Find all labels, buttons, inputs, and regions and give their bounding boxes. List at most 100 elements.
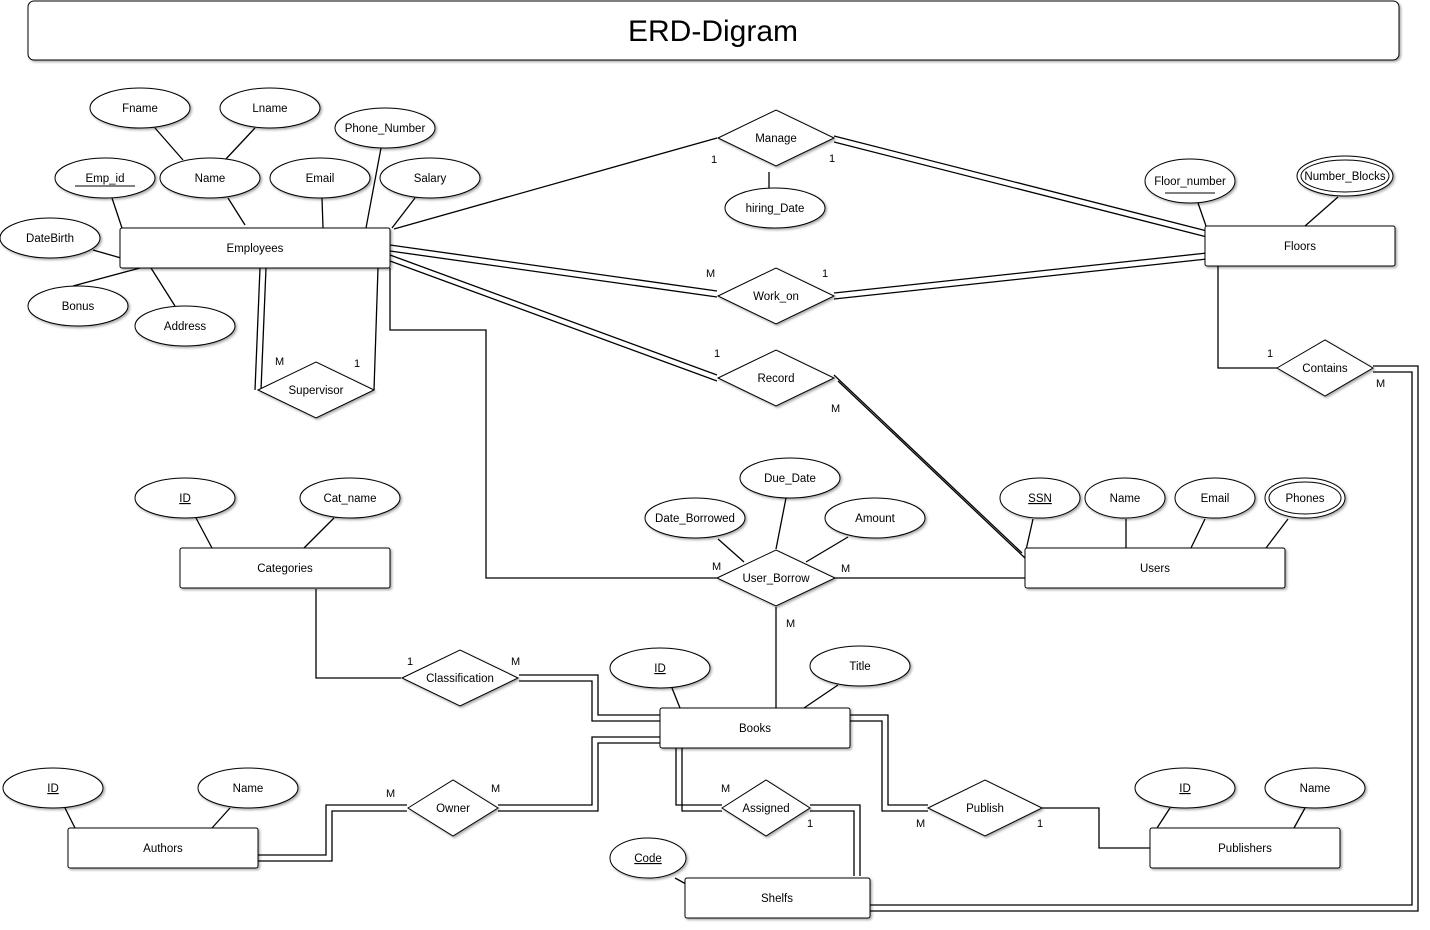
attribute-emp-bonus[interactable]: Bonus <box>27 285 129 327</box>
attribute-label: Amount <box>855 513 895 525</box>
relationship-contains[interactable]: Contains <box>1276 339 1374 397</box>
relationship-record[interactable]: Record <box>716 349 836 407</box>
attribute-label: DateBirth <box>26 233 74 245</box>
attribute-cat-id-key[interactable]: ID <box>134 477 236 519</box>
attribute-label: Date_Borrowed <box>655 513 735 525</box>
attribute-user-email[interactable]: Email <box>1174 477 1256 519</box>
relationship-label: Publish <box>966 803 1004 815</box>
cardinality-publish-book: M <box>916 818 925 830</box>
attribute-book-title[interactable]: Title <box>809 645 911 687</box>
entity-shelfs[interactable]: Shelfs <box>684 877 871 919</box>
attribute-label: Cat_name <box>323 493 376 505</box>
entity-books[interactable]: Books <box>659 707 851 749</box>
entity-label: Users <box>1140 563 1170 575</box>
entity-categories[interactable]: Categories <box>179 547 391 589</box>
attribute-author-name[interactable]: Name <box>197 767 299 809</box>
attribute-label: Name <box>195 173 226 185</box>
cardinality-supervisor-1: 1 <box>354 358 360 370</box>
entity-users[interactable]: Users <box>1024 547 1286 589</box>
relationship-label: Record <box>757 373 794 385</box>
cardinality-borrow-book: M <box>786 618 795 630</box>
attribute-label: Phone_Number <box>345 123 426 135</box>
relationship-publish[interactable]: Publish <box>926 779 1044 837</box>
attribute-cat-name[interactable]: Cat_name <box>299 477 401 519</box>
attribute-user-ssn-key[interactable]: SSN <box>999 477 1081 519</box>
relationship-label: Classification <box>426 673 494 685</box>
attribute-label: Bonus <box>62 301 95 313</box>
relationship-label: Manage <box>755 133 797 145</box>
attribute-label: Salary <box>414 173 447 185</box>
attribute-book-id-key[interactable]: ID <box>609 647 711 689</box>
cardinality-contains-shelf: M <box>1376 378 1385 390</box>
relationship-supervisor[interactable]: Supervisor <box>256 361 376 419</box>
attribute-label: SSN <box>1028 493 1052 505</box>
entity-label: Publishers <box>1218 843 1272 855</box>
attribute-label: Address <box>164 321 206 333</box>
attribute-label: Lname <box>252 103 287 115</box>
cardinality-work-floor: 1 <box>822 268 828 280</box>
attribute-label: Name <box>233 783 264 795</box>
attribute-borrow-due-date[interactable]: Due_Date <box>739 457 841 499</box>
attribute-label: Name <box>1300 783 1331 795</box>
cardinality-owner-author: M <box>386 788 395 800</box>
cardinality-supervisor-m: M <box>275 356 284 368</box>
attribute-emp-phone[interactable]: Phone_Number <box>334 107 436 149</box>
relationship-label: Owner <box>436 803 470 815</box>
diagram-title: ERD-Digram <box>628 15 798 48</box>
connection-lines <box>64 127 1419 912</box>
attribute-label: Code <box>634 853 662 865</box>
relationship-classification[interactable]: Classification <box>400 649 520 707</box>
attribute-label: ID <box>654 663 666 675</box>
attribute-shelf-code-key[interactable]: Code <box>609 837 687 879</box>
cardinality-class-book: M <box>511 656 520 668</box>
entity-floors[interactable]: Floors <box>1204 225 1396 267</box>
attribute-pub-name[interactable]: Name <box>1264 767 1366 809</box>
entity-label: Shelfs <box>761 893 793 905</box>
cardinality-contains-floor: 1 <box>1267 348 1273 360</box>
relationship-owner[interactable]: Owner <box>407 779 499 837</box>
attribute-emp-email[interactable]: Email <box>269 157 371 199</box>
attribute-manage-hiring-date[interactable]: hiring_Date <box>724 187 826 229</box>
relationship-label: User_Borrow <box>742 573 810 585</box>
attribute-emp-datebirth[interactable]: DateBirth <box>0 217 101 259</box>
attribute-emp-name[interactable]: Name <box>159 157 261 199</box>
entity-label: Floors <box>1284 241 1316 253</box>
attribute-floor-number-key[interactable]: Floor_number <box>1144 158 1236 204</box>
attribute-floor-blocks-multivalued[interactable]: Number_Blocks <box>1296 155 1394 197</box>
attribute-label: Name <box>1110 493 1141 505</box>
attribute-user-name[interactable]: Name <box>1084 477 1166 519</box>
cardinality-record-emp: 1 <box>714 348 720 360</box>
attribute-emp-salary[interactable]: Salary <box>379 157 481 199</box>
entity-label: Categories <box>257 563 313 575</box>
attribute-label: Due_Date <box>764 473 816 485</box>
entity-publishers[interactable]: Publishers <box>1149 827 1341 869</box>
cardinality-assigned-shelf: 1 <box>807 818 813 830</box>
relationship-label: Supervisor <box>289 385 344 397</box>
attribute-emp-id-key[interactable]: Emp_id <box>54 157 156 199</box>
attribute-emp-address[interactable]: Address <box>134 305 236 347</box>
cardinality-borrow-emp: M <box>712 561 721 573</box>
relationship-user-borrow[interactable]: User_Borrow <box>715 549 837 607</box>
attribute-author-id-key[interactable]: ID <box>2 767 104 809</box>
relationship-work-on[interactable]: Work_on <box>716 267 836 325</box>
attribute-label: Floor_number <box>1154 176 1226 188</box>
cardinality-work-emp: M <box>706 268 715 280</box>
attribute-label: Email <box>306 173 335 185</box>
attribute-emp-lname[interactable]: Lname <box>219 87 321 129</box>
relationship-label: Assigned <box>742 803 789 815</box>
entity-authors[interactable]: Authors <box>67 827 259 869</box>
entity-label: Authors <box>143 843 183 855</box>
entity-employees[interactable]: Employees <box>119 227 391 269</box>
cardinality-manage-floor: 1 <box>829 153 835 165</box>
attribute-pub-id-key[interactable]: ID <box>1134 767 1236 809</box>
attribute-borrow-date[interactable]: Date_Borrowed <box>644 497 746 539</box>
attribute-user-phones-multivalued[interactable]: Phones <box>1264 477 1346 519</box>
attribute-label: hiring_Date <box>746 203 805 215</box>
relationship-manage[interactable]: Manage <box>716 109 836 167</box>
cardinality-assigned-book: M <box>721 783 730 795</box>
cardinality-record-user: M <box>831 403 840 415</box>
relationship-assigned[interactable]: Assigned <box>721 779 811 837</box>
attribute-emp-fname[interactable]: Fname <box>89 87 191 129</box>
attribute-borrow-amount[interactable]: Amount <box>824 497 926 539</box>
